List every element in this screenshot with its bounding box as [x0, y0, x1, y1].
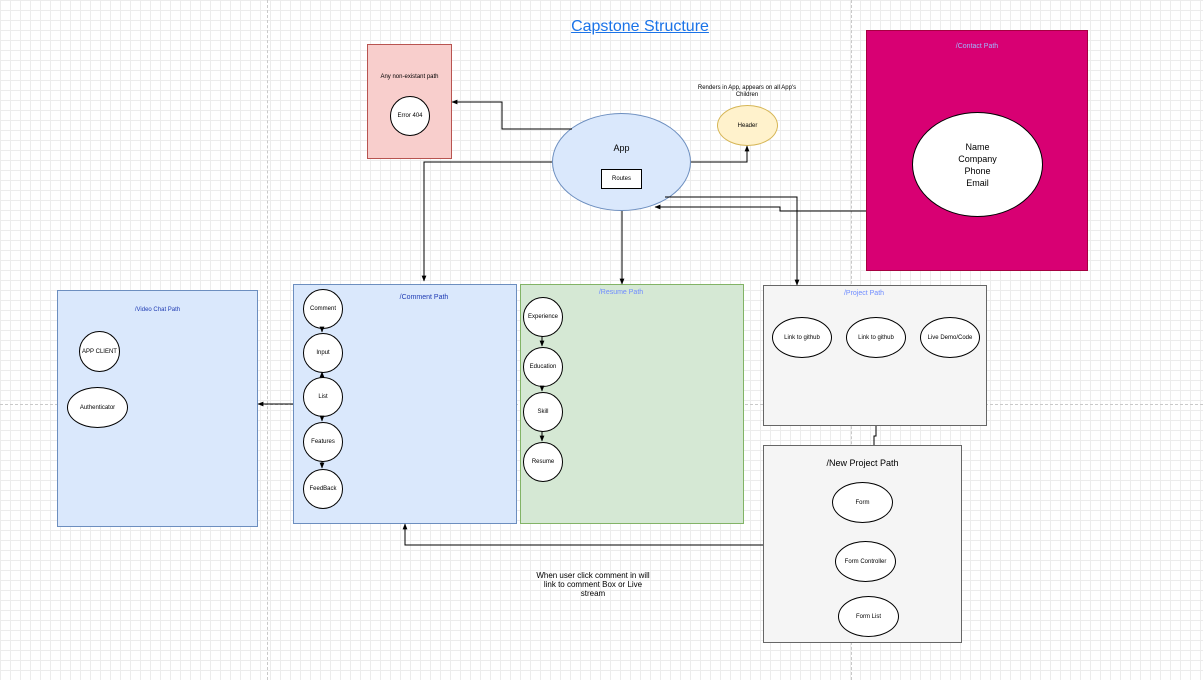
comment-link-note: When user click comment in will link to …: [536, 571, 650, 598]
error-404-node[interactable]: Error 404: [390, 96, 430, 136]
page-guide-vertical-left: [267, 0, 268, 680]
app-label: App: [613, 143, 630, 153]
project-path-label: /Project Path: [843, 290, 885, 297]
skill-node[interactable]: Skill: [523, 392, 563, 432]
form-node[interactable]: Form: [832, 482, 893, 523]
app-node[interactable]: App Routes: [552, 113, 691, 211]
authenticator-node[interactable]: Authenticator: [67, 387, 128, 428]
connector-contact-to-app: [654, 204, 866, 212]
connector-app-to-error: [451, 99, 572, 130]
diagram-title: Capstone Structure: [571, 18, 709, 35]
connector-app-to-comment: [421, 161, 552, 282]
list-node[interactable]: List: [303, 377, 343, 417]
comment-node[interactable]: Comment: [303, 289, 343, 329]
app-client-node[interactable]: APP CLIENT: [79, 331, 120, 372]
link-to-github-node[interactable]: Link to github: [846, 317, 906, 358]
contact-details-node[interactable]: Name Company Phone Email: [912, 112, 1043, 217]
new-project-path-label: /New Project Path: [826, 458, 899, 468]
features-node[interactable]: Features: [303, 422, 343, 462]
experience-node[interactable]: Experience: [523, 297, 563, 337]
resume-path-label: /Resume Path: [598, 289, 644, 296]
error-path-container[interactable]: Any non-existant path Error 404: [367, 44, 452, 159]
video-chat-path-container[interactable]: /Video Chat Path APP CLIENT Authenticato…: [57, 290, 258, 527]
input-node[interactable]: Input: [303, 333, 343, 373]
error-path-label: Any non-existant path: [380, 74, 439, 80]
live-demo-node[interactable]: Live Demo/Code: [920, 317, 980, 358]
resume-node[interactable]: Resume: [523, 442, 563, 482]
contact-detail-phone: Phone: [964, 165, 991, 176]
contact-detail-name: Name: [965, 141, 990, 152]
contact-path-label: /Contact Path: [955, 43, 999, 50]
feedback-node[interactable]: FeedBack: [303, 469, 343, 509]
link-to-github-node[interactable]: Link to github: [772, 317, 832, 358]
contact-detail-email: Email: [966, 177, 989, 188]
contact-detail-company: Company: [958, 153, 997, 164]
comment-path-label: /Comment Path: [399, 294, 449, 301]
comment-path-container[interactable]: /Comment Path Comment Input List Feature…: [293, 284, 517, 524]
connector-app-to-header: [691, 145, 750, 163]
video-chat-path-label: /Video Chat Path: [134, 307, 181, 313]
project-path-container[interactable]: /Project Path Link to github Link to git…: [763, 285, 987, 426]
resume-path-container[interactable]: /Resume Path Experience Education Skill …: [520, 284, 744, 524]
new-project-path-container[interactable]: /New Project Path Form Form Controller F…: [763, 445, 962, 643]
contact-path-container[interactable]: /Contact Path Name Company Phone Email: [866, 30, 1088, 271]
routes-box[interactable]: Routes: [601, 169, 642, 189]
form-list-node[interactable]: Form List: [838, 596, 899, 637]
header-note: Renders in App, appears on all App's Chi…: [697, 85, 797, 98]
connector-project-to-newproject: [873, 426, 877, 445]
form-controller-node[interactable]: Form Controller: [835, 541, 896, 582]
connector-newproject-to-comment: [402, 523, 763, 546]
connector-app-to-project: [665, 196, 800, 286]
